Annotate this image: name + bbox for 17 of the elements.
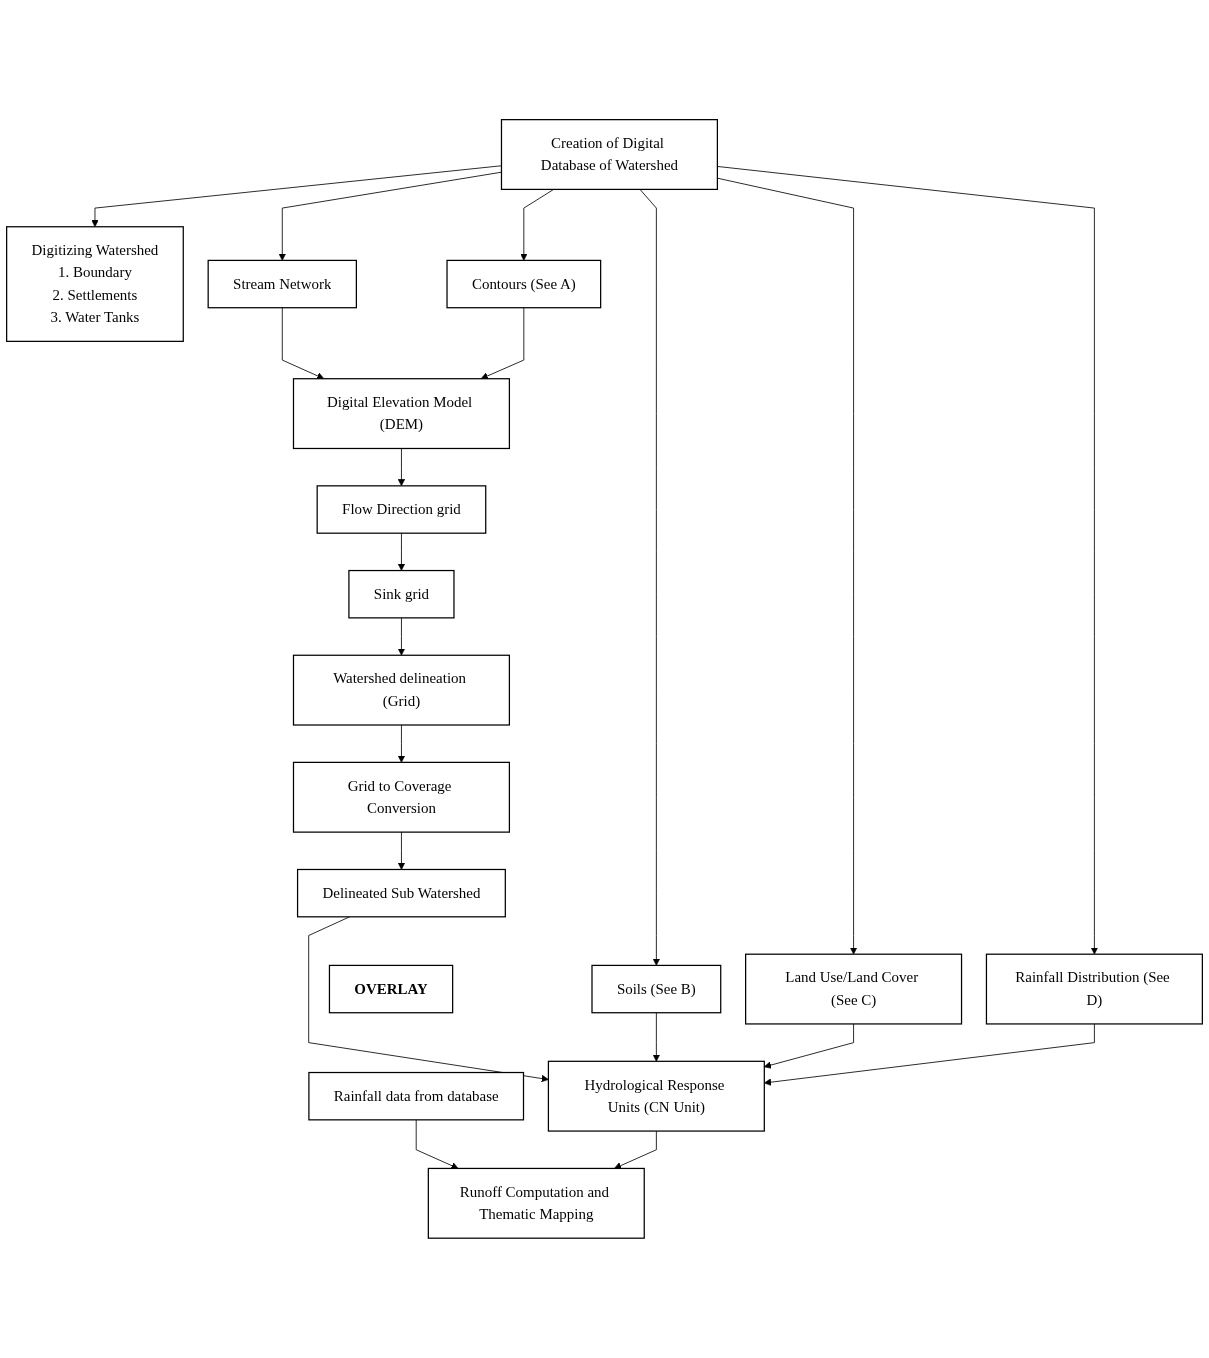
node-box: OVERLAY <box>328 964 454 1014</box>
node-box: Digital Elevation Model (DEM) <box>292 378 511 450</box>
node-box: Stream Network <box>207 259 357 309</box>
node-box: Watershed delineation (Grid) <box>292 654 511 726</box>
node-box: Soils (See B) <box>591 964 722 1014</box>
node-box: Rainfall Distribution (See D) <box>985 953 1203 1025</box>
node-box: Hydrological Response Units (CN Unit) <box>547 1060 765 1132</box>
node-box: Delineated Sub Watershed <box>296 868 506 918</box>
node-box: Sink grid <box>348 570 455 619</box>
node-box: Runoff Computation and Thematic Mapping <box>427 1167 645 1239</box>
node-box: Rainfall data from database <box>308 1071 525 1121</box>
node-box: Contours (See A) <box>446 259 602 309</box>
node-box: Land Use/Land Cover (See C) <box>745 953 963 1025</box>
node-box: Creation of Digital Database of Watershed <box>500 119 718 191</box>
node-box: Flow Direction grid <box>316 485 487 534</box>
node-box: Digitizing Watershed 1. Boundary 2. Settlements 3. Water Tanks <box>6 226 184 343</box>
node-box: Grid to Coverage Conversion <box>292 761 511 833</box>
